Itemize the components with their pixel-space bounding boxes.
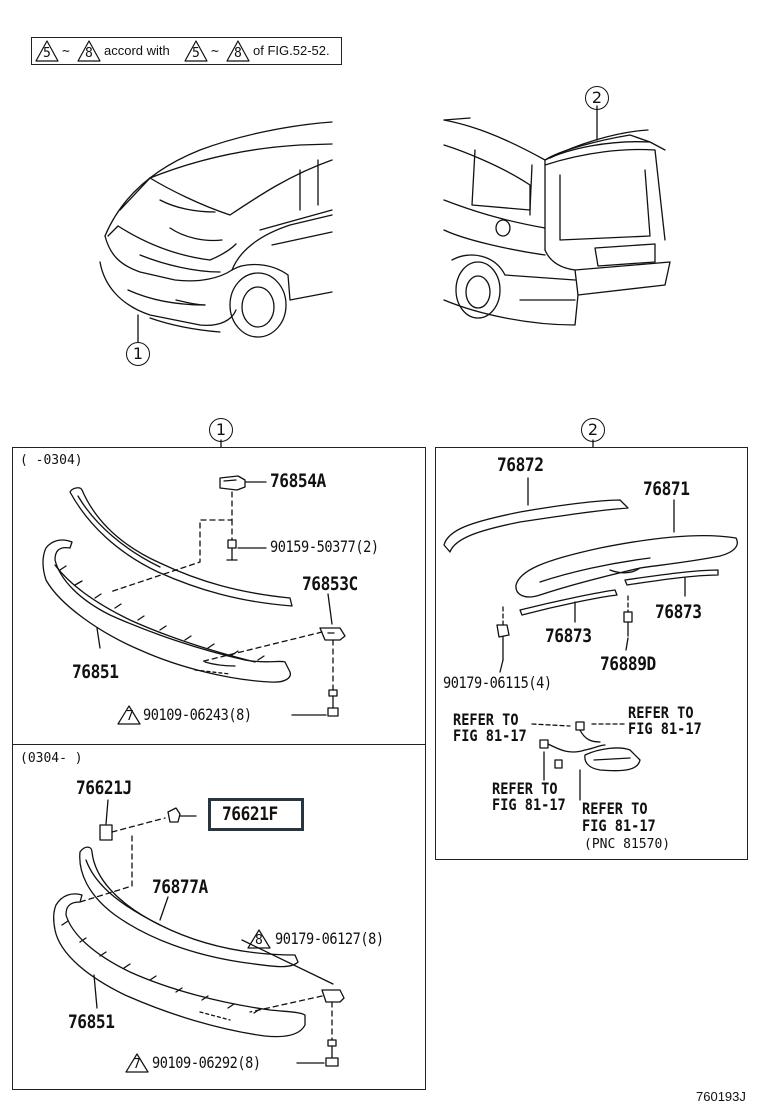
panel1-bottom-parts (52, 799, 345, 1067)
panel2-parts (443, 477, 738, 801)
part-number[interactable]: 90109-06243(8) (143, 705, 252, 724)
part-number[interactable]: 76889D (600, 653, 656, 675)
panel1-bottom-range: (0304- ) (20, 751, 83, 766)
note-triangle-number: 8 (234, 46, 242, 61)
part-number[interactable]: 90109-06292(8) (152, 1053, 261, 1072)
part-number[interactable]: 90179-06127(8) (275, 929, 384, 948)
note-tilde: ~ (211, 44, 219, 59)
panel2-frame (435, 447, 748, 860)
part-number[interactable]: 76621J (76, 777, 132, 799)
triangle-5b (184, 40, 208, 62)
refer-to-fig[interactable]: FIG 81-17 (453, 726, 527, 745)
note-tilde: ~ (62, 44, 70, 59)
triangle-5a (35, 40, 59, 62)
panel1-frame (12, 447, 426, 1090)
note-triangle-number: 5 (192, 46, 200, 61)
part-number[interactable]: 76853C (302, 573, 358, 595)
refer-to-fig[interactable]: FIG 81-17 (628, 719, 702, 738)
panel1-number: 1 (209, 418, 233, 442)
front-vehicle-illustration (99, 121, 333, 343)
callout-front[interactable]: 1 (126, 342, 150, 366)
part-number[interactable]: 76854A (270, 470, 326, 492)
note-triangle-number: 8 (85, 46, 93, 61)
refer-to-label: REFER TO (492, 779, 558, 798)
notice-box (31, 37, 342, 65)
panel1-top-range: ( -0304) (20, 453, 83, 468)
panel2-number: 2 (581, 418, 605, 442)
part-number[interactable]: 90159-50377(2) (270, 537, 379, 556)
part-number[interactable]: 76851 (68, 1011, 115, 1033)
pnc-label: (PNC 81570) (584, 837, 671, 852)
rear-vehicle-illustration (443, 105, 671, 326)
part-number[interactable]: 76877A (152, 876, 208, 898)
panel1-top-parts (42, 475, 346, 717)
note-triangle-number: 5 (43, 46, 51, 61)
note-triangles (35, 40, 271, 1073)
refer-to-fig[interactable]: FIG 81-17 (582, 816, 656, 835)
panel1-divider (12, 744, 426, 745)
triangle-7b (125, 1053, 149, 1073)
highlighted-part-box[interactable] (208, 798, 304, 831)
refer-to-label: REFER TO (582, 799, 648, 818)
note-text: of FIG.52-52. (253, 43, 330, 58)
refer-to-label: REFER TO (628, 703, 694, 722)
part-number[interactable]: 76873 (655, 601, 702, 623)
callout-rear[interactable]: 2 (585, 86, 609, 110)
note-text: accord with (104, 43, 170, 58)
triangle-number: 8 (255, 933, 263, 948)
triangle-8a (77, 40, 101, 62)
figure-id: 760193J (696, 1089, 746, 1104)
refer-to-fig[interactable]: FIG 81-17 (492, 795, 566, 814)
part-number[interactable]: 76851 (72, 661, 119, 683)
triangle-8c (247, 929, 271, 949)
part-number[interactable]: 90179-06115(4) (443, 673, 552, 692)
part-number[interactable]: 76873 (545, 625, 592, 647)
triangle-8b (226, 40, 250, 62)
refer-to-label: REFER TO (453, 710, 519, 729)
part-number[interactable]: 76871 (643, 478, 690, 500)
triangle-7a (117, 705, 141, 725)
highlighted-part-number[interactable]: 76621F (222, 803, 278, 825)
triangle-number: 7 (133, 1057, 141, 1072)
part-number[interactable]: 76872 (497, 454, 544, 476)
triangle-number: 7 (126, 709, 134, 724)
